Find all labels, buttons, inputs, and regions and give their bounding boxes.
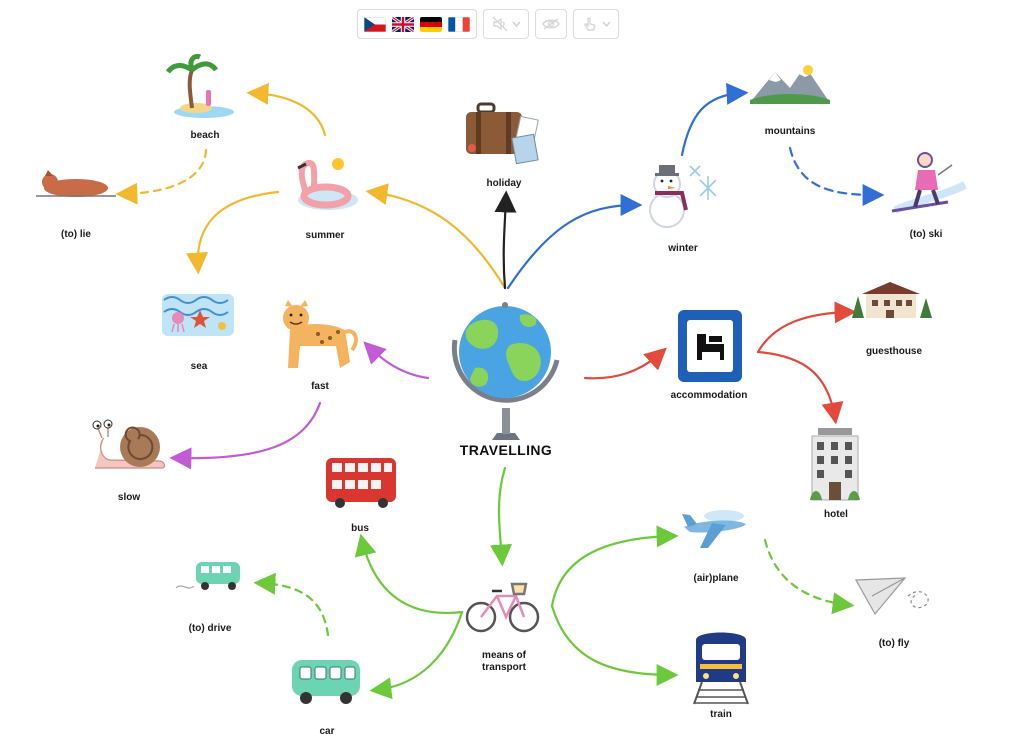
edge-beach-lie [115,148,208,205]
eye-hidden-icon [542,18,560,30]
uk-flag-icon[interactable] [392,16,414,32]
mindmap-title[interactable]: TRAVELLING [459,442,553,458]
node-label-hotel[interactable]: hotel [824,509,848,520]
edge-transport-bus [354,533,464,614]
bed-sign-icon[interactable] [678,310,742,382]
chevron-down-icon [511,21,521,27]
audio-dropdown[interactable] [483,9,529,39]
edge-summer-beach [246,82,327,137]
edge-car-drive [253,572,330,637]
suitcase-icon[interactable] [466,102,539,165]
globe-icon[interactable] [451,302,560,440]
visibility-button[interactable] [535,9,567,39]
node-label-guesthouse[interactable]: guesthouse [865,346,923,357]
car-icon[interactable] [292,660,360,704]
node-label-train[interactable]: train [710,709,732,720]
edge-center-fast [363,341,430,380]
edge-accommodation-guesthouse [756,301,857,354]
node-label-summer[interactable]: summer [305,230,345,241]
edge-center-winter [506,194,643,290]
edge-summer-sea [186,190,280,275]
edge-airplane-fly [763,538,855,615]
german-flag-icon[interactable] [420,16,442,32]
chevron-down-icon [601,21,611,27]
node-label-slow[interactable]: slow [117,492,141,503]
lying-dog-icon[interactable] [36,170,116,197]
node-label-drive[interactable]: (to) drive [188,623,232,634]
node-label-fast[interactable]: fast [311,381,329,392]
edge-accommodation-hotel [756,350,844,425]
node-label-bus[interactable]: bus [351,523,369,534]
edge-mountains-ski [788,146,885,206]
edge-transport-car [369,610,464,700]
sea-creatures-icon[interactable] [162,294,234,336]
snowman-icon[interactable] [649,165,717,228]
edge-center-transport [489,466,512,567]
pointer-hand-icon [583,17,595,31]
czech-flag-icon[interactable] [364,16,386,32]
node-label-beach[interactable]: beach [190,130,220,141]
airplane-icon[interactable] [682,510,746,548]
flamingo-float-icon[interactable] [297,158,358,210]
palm-beach-icon[interactable] [165,53,234,118]
edge-center-accommodation [583,347,667,380]
node-label-fly[interactable]: (to) fly [878,638,910,649]
node-label-ski[interactable]: (to) ski [909,229,943,240]
skier-icon[interactable] [891,152,967,214]
node-label-means-of-transport[interactable]: means of transport [482,650,526,673]
paper-plane-icon[interactable] [854,577,929,616]
guesthouse-icon[interactable] [852,282,932,318]
speaker-disabled-icon [492,16,507,32]
train-icon[interactable] [693,632,749,705]
node-label-accommodation[interactable]: accommodation [670,390,748,401]
toolbar [357,9,619,39]
edge-transport-train [550,604,679,686]
edge-fast-slow [169,401,322,470]
node-label-car[interactable]: car [319,726,335,737]
node-label-lie[interactable]: (to) lie [61,229,91,240]
node-label-mountains[interactable]: mountains [764,126,816,137]
mountains-icon[interactable] [750,65,830,104]
node-label-holiday[interactable]: holiday [486,178,522,189]
language-switcher [357,9,477,39]
hotel-icon[interactable] [810,428,860,501]
edge-transport-airplane [550,525,679,608]
french-flag-icon[interactable] [448,16,470,32]
bicycle-icon[interactable] [465,582,540,633]
node-label-winter[interactable]: winter [668,243,698,254]
snail-icon[interactable] [92,419,166,469]
driving-van-icon[interactable] [175,562,240,590]
cheetah-icon[interactable] [283,300,358,368]
node-label-airplane[interactable]: (air)plane [693,573,739,584]
node-label-sea[interactable]: sea [190,361,208,372]
edge-center-holiday [494,190,517,290]
pointer-dropdown[interactable] [573,9,619,39]
double-decker-bus-icon[interactable] [326,458,396,508]
edge-center-summer [365,183,507,290]
edge-winter-mountains [680,82,749,157]
